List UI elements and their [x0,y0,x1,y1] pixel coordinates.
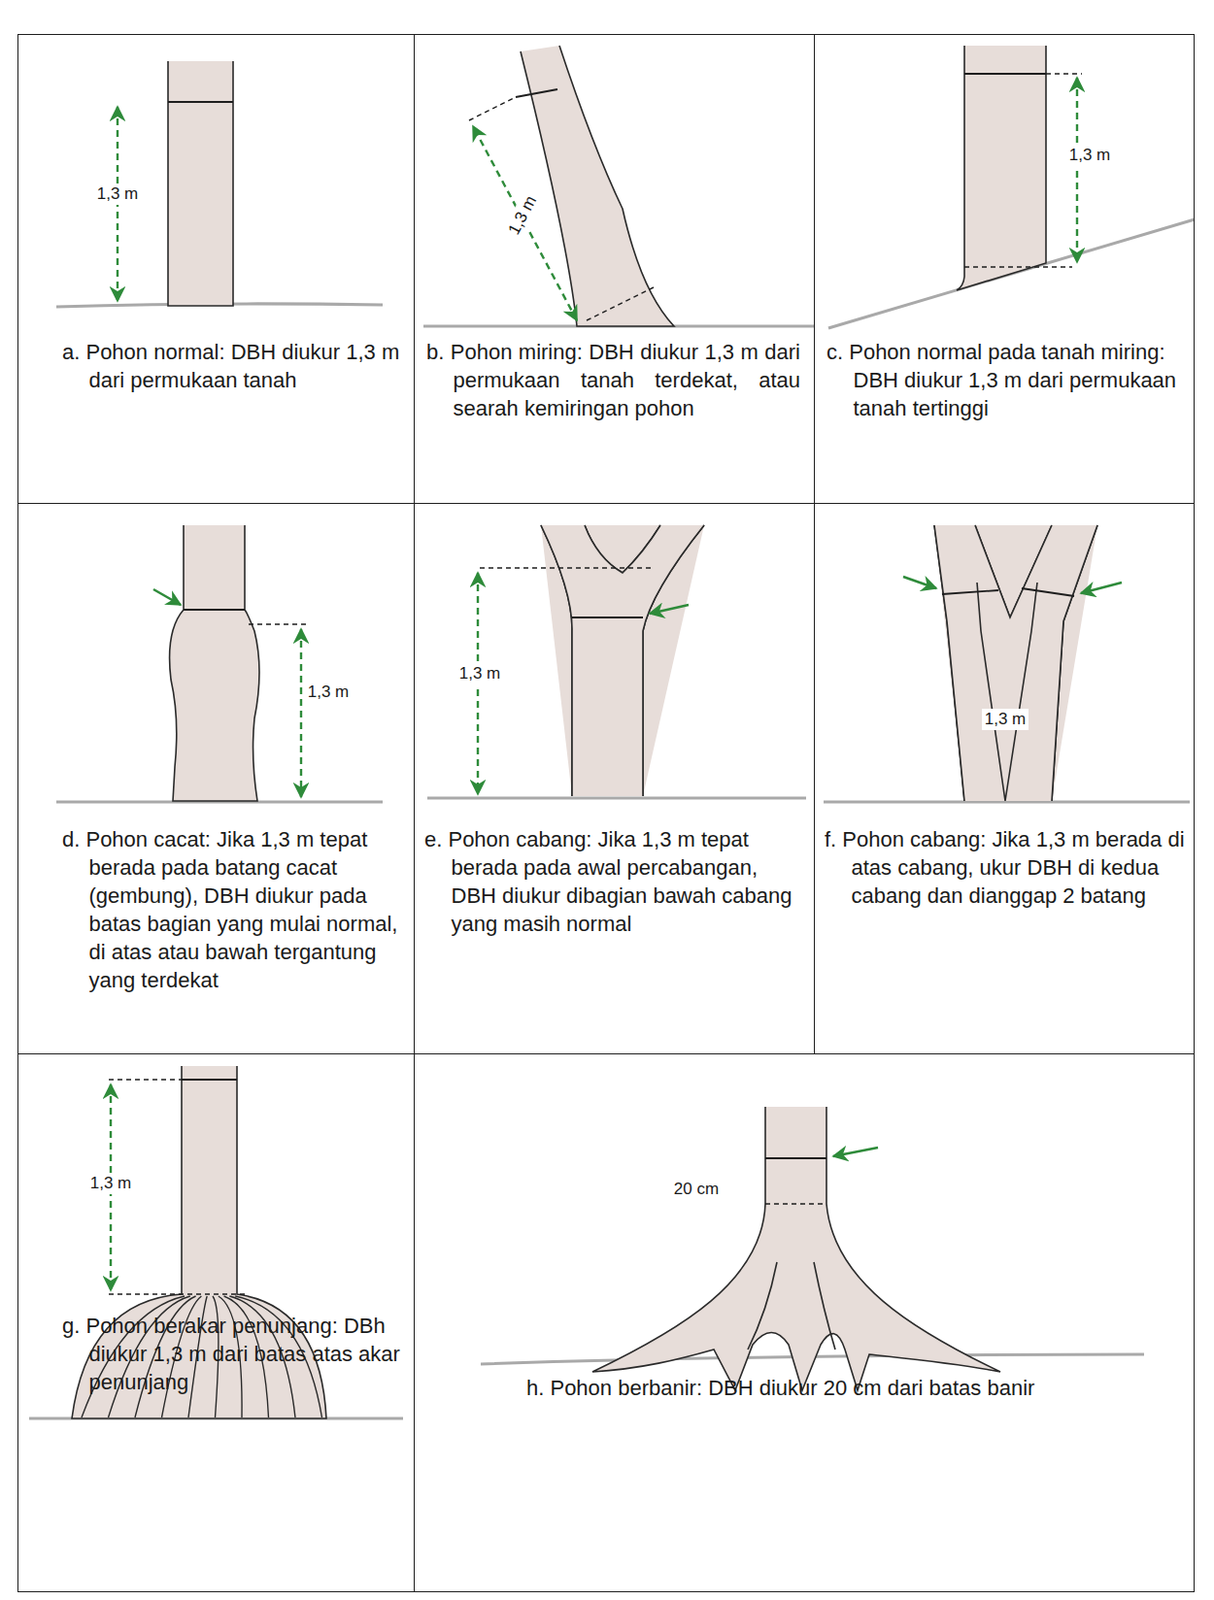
dimension-label: 1,3 m [1066,144,1114,167]
dimension-label: 1,3 m [94,183,142,205]
dimension-label: 1,3 m [87,1173,135,1195]
panel-box: d. Pohon cacat: Jika 1,3 m tepat berada … [17,503,415,1055]
panel-box: b. Pohon miring: DBH diukur 1,3 m dari p… [413,33,815,505]
dashed-guides [108,73,1082,1295]
panel-caption: b. Pohon miring: DBH diukur 1,3 m dari p… [426,337,801,423]
tree-trunks [71,45,1098,1419]
panel-box: c. Pohon normal pada tanah miring: DBH d… [813,33,1195,505]
panel-caption: f. Pohon cabang: Jika 1,3 m berada di at… [824,825,1186,911]
panel-caption: e. Pohon cabang: Jika 1,3 m tepat berada… [424,825,809,939]
panel-box: e. Pohon cabang: Jika 1,3 m tepat berada… [413,503,815,1055]
panel-box: a. Pohon normal: DBH diukur 1,3 m dari p… [17,33,415,505]
panel-caption: h. Pohon berbanir: DBH diukur 20 cm dari… [526,1374,1168,1403]
dimension-label: 1,3 m [981,708,1030,731]
panel-box: f. Pohon cabang: Jika 1,3 m berada di at… [813,503,1195,1055]
panel-caption: c. Pohon normal pada tanah miring: DBH d… [826,337,1188,423]
panel-box: h. Pohon berbanir: DBH diukur 20 cm dari… [413,1053,1195,1593]
dimension-label: 1,3 m [456,663,505,685]
panel-caption: g. Pohon berakar penunjang: DBh diukur 1… [62,1312,403,1397]
dimension-label: 1,3 m [502,189,543,241]
dimension-label: 1,3 m [304,681,353,704]
panel-caption: d. Pohon cacat: Jika 1,3 m tepat berada … [62,825,407,995]
panel-caption: a. Pohon normal: DBH diukur 1,3 m dari p… [62,337,403,395]
measure-lines [168,73,1075,1159]
panel-box: g. Pohon berakar penunjang: DBh diukur 1… [17,1053,415,1593]
trunk-fills [540,525,1098,802]
height-arrows [110,77,1078,1291]
trunk-outlines [540,525,1098,1350]
dimension-label: 20 cm [671,1179,722,1201]
ground-lines [29,219,1195,1419]
